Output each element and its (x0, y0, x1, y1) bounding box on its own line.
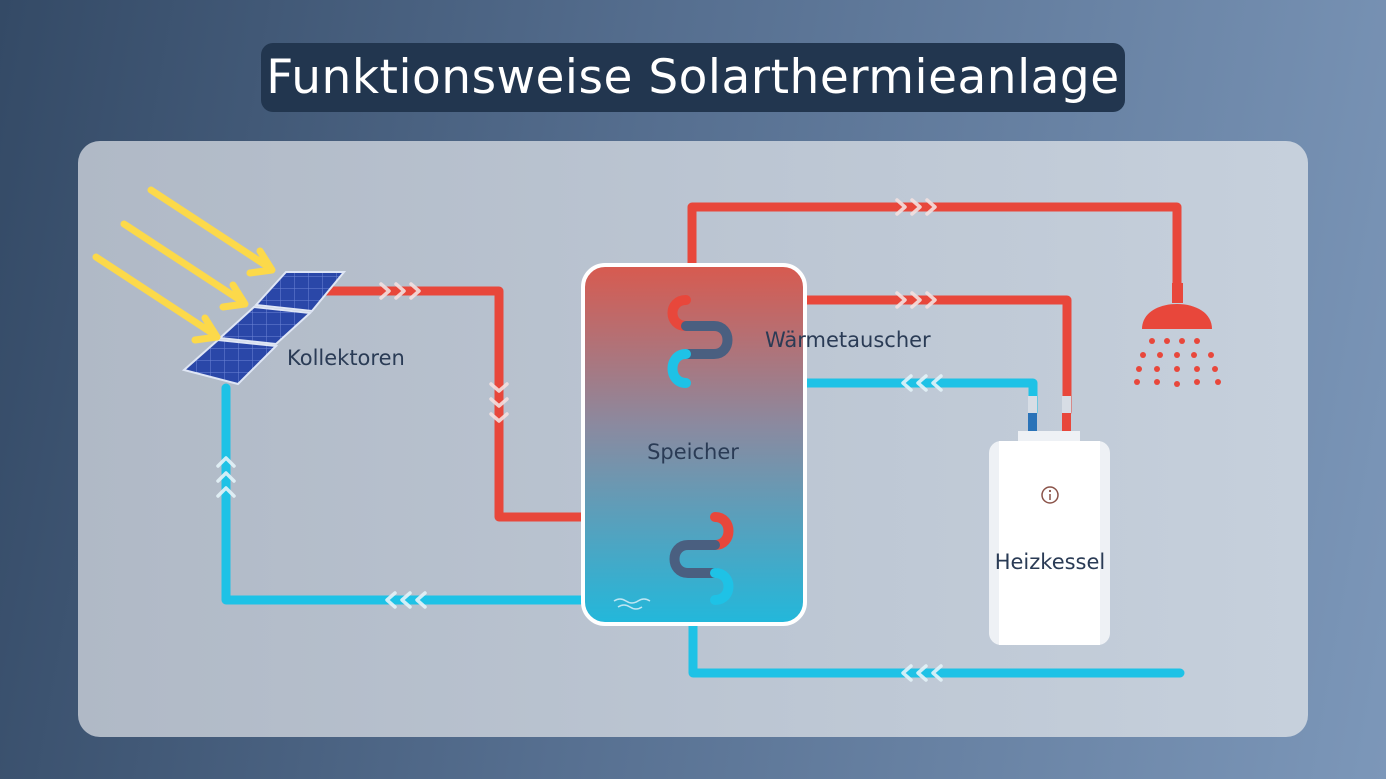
sun-rays-icon (92, 186, 276, 344)
storage-label: Speicher (647, 440, 739, 464)
lower-coil (669, 540, 720, 578)
boiler-unit (989, 396, 1110, 645)
flow-arrows-boiler-cold (901, 374, 943, 392)
flow-arrows-shower (895, 198, 937, 216)
boiler-label: Heizkessel (995, 550, 1106, 574)
water-wave-icon (613, 598, 651, 610)
info-icon (1041, 486, 1059, 504)
upper-coil (681, 321, 733, 359)
solar-panel-icon (181, 271, 347, 386)
page-title: Funktionsweise Solarthermieanlage (266, 50, 1120, 105)
cold-supply-pipe (688, 620, 1185, 678)
flow-arrows-boiler-hot (895, 291, 937, 309)
flow-arrows-collector-cold (385, 591, 427, 609)
upper-coil-cold (667, 349, 691, 388)
collectors-label: Kollektoren (287, 346, 405, 370)
flow-arrows-cold-supply (901, 664, 943, 682)
heat-exchanger-label: Wärmetauscher (765, 328, 931, 352)
flow-arrows-collector-hot (379, 282, 421, 300)
lower-coil-cold (710, 568, 734, 605)
boiler-hot-pipe (681, 295, 1072, 417)
flow-arrows-up (216, 456, 236, 498)
shower-icon (1134, 283, 1221, 387)
flow-arrows-down (489, 382, 509, 423)
storage-tank (581, 263, 807, 626)
title-banner: Funktionsweise Solarthermieanlage (261, 43, 1125, 112)
